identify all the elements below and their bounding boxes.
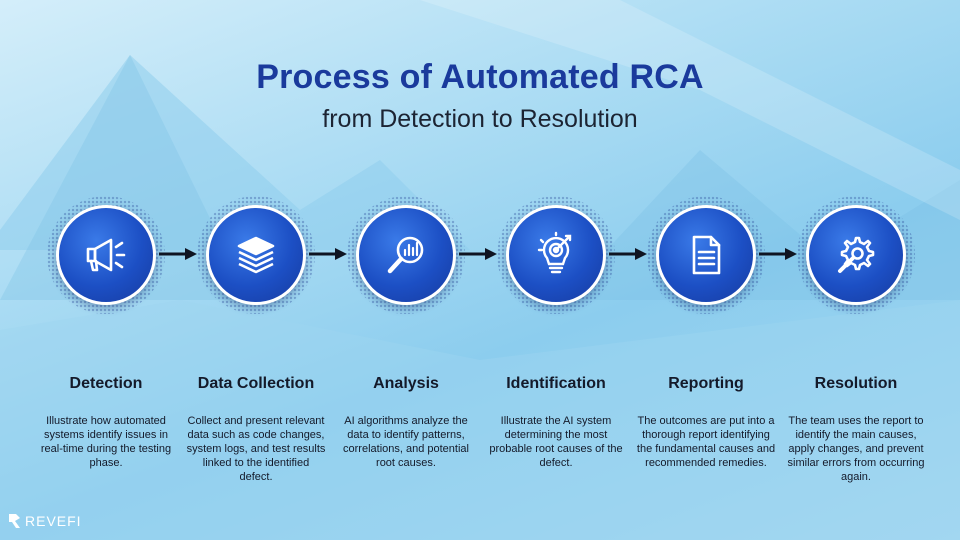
arrow-icon (759, 248, 797, 260)
step-circle (56, 205, 156, 305)
step-title: Analysis (373, 375, 439, 392)
arrow-icon (309, 248, 347, 260)
step-title: Data Collection (197, 375, 315, 392)
megaphone-icon (86, 238, 126, 272)
logo-text: REVEFI (25, 513, 82, 529)
page-title: Process of Automated RCA (256, 58, 704, 96)
step-description: AI algorithms analyze the data to identi… (343, 415, 469, 469)
step-detection: Detection Illustrate how automated syste… (41, 196, 194, 516)
step-description: Illustrate the AI system determining the… (489, 415, 623, 469)
step-title: Reporting (668, 375, 744, 392)
step-identification: Identification Illustrate the AI system … (489, 196, 644, 516)
step-circle (656, 205, 756, 305)
step-description: The outcomes are put into a thorough rep… (636, 415, 776, 469)
step-circle (206, 205, 306, 305)
layers-icon (237, 236, 275, 274)
gear-wrench-icon (838, 236, 875, 273)
document-icon (692, 235, 721, 275)
step-title: Resolution (814, 375, 898, 392)
revefi-logo-icon (9, 514, 20, 528)
step-analysis: Analysis AI algorithms analyze the data … (343, 196, 494, 516)
page-subtitle: from Detection to Resolution (322, 105, 638, 133)
step-description: Collect and present relevant data such a… (186, 415, 326, 483)
step-description: Illustrate how automated systems identif… (40, 415, 172, 469)
arrow-icon (459, 248, 497, 260)
magnifier-chart-icon (387, 236, 424, 274)
arrow-icon (609, 248, 647, 260)
step-title: Detection (69, 375, 143, 392)
step-circle (356, 205, 456, 305)
step-resolution: Resolution The team uses the report to i… (788, 196, 944, 516)
step-circle (806, 205, 906, 305)
step-title: Identification (506, 375, 606, 392)
step-reporting: Reporting The outcomes are put into a th… (637, 196, 794, 516)
step-data-collection: Data Collection Collect and present rele… (187, 196, 344, 516)
step-circle (506, 205, 606, 305)
step-description: The team uses the report to identify the… (787, 415, 925, 483)
target-bulb-icon (537, 231, 572, 274)
arrow-icon (159, 248, 197, 260)
brand-logo: REVEFI (8, 512, 82, 530)
